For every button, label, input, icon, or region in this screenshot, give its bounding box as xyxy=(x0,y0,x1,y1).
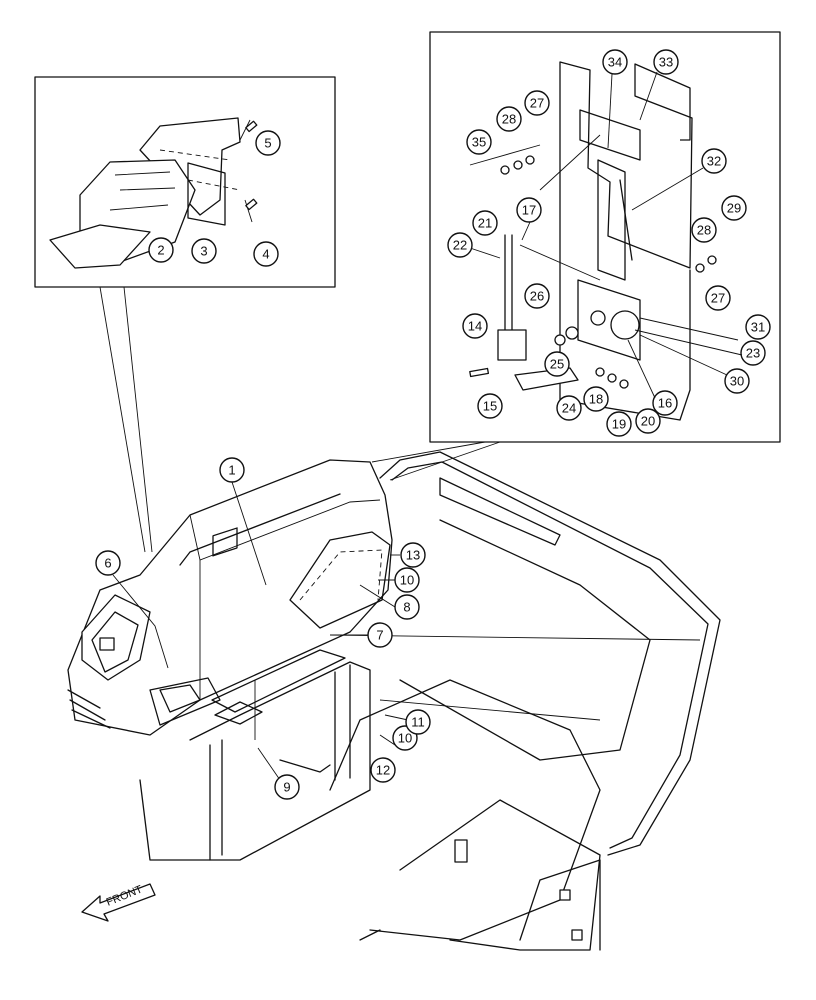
svg-text:14: 14 xyxy=(468,319,482,334)
svg-text:28: 28 xyxy=(697,223,711,238)
callout-29: 29 xyxy=(721,195,747,221)
svg-text:5: 5 xyxy=(264,136,271,151)
callout-11: 11 xyxy=(405,709,431,735)
callout-26: 26 xyxy=(524,283,550,309)
callout-15: 15 xyxy=(477,393,503,419)
callout-32: 32 xyxy=(701,148,727,174)
callout-8: 8 xyxy=(394,594,420,620)
callout-6: 6 xyxy=(95,550,121,576)
svg-text:19: 19 xyxy=(612,417,626,432)
callout-24: 24 xyxy=(556,395,582,421)
callout-20: 20 xyxy=(635,408,661,434)
console-base-and-rails xyxy=(139,649,371,861)
callout-27: 27 xyxy=(524,90,550,116)
svg-text:33: 33 xyxy=(659,55,673,70)
callout-5: 5 xyxy=(255,130,281,156)
callout-13: 13 xyxy=(400,542,426,568)
callout-14: 14 xyxy=(462,313,488,339)
callout-21: 21 xyxy=(472,210,498,236)
pedal-assembly-detail xyxy=(49,117,258,269)
svg-text:9: 9 xyxy=(283,780,290,795)
svg-text:24: 24 xyxy=(562,401,576,416)
svg-text:11: 11 xyxy=(411,715,425,730)
svg-text:13: 13 xyxy=(406,548,420,563)
callout-23: 23 xyxy=(740,340,766,366)
callout-7: 7 xyxy=(367,622,393,648)
svg-text:10: 10 xyxy=(398,731,412,746)
svg-text:18: 18 xyxy=(589,392,603,407)
callout-31: 31 xyxy=(745,314,771,340)
svg-text:10: 10 xyxy=(400,573,414,588)
svg-text:31: 31 xyxy=(751,320,765,335)
svg-text:21: 21 xyxy=(478,216,492,231)
svg-text:30: 30 xyxy=(730,374,744,389)
inset-leader xyxy=(99,286,146,553)
svg-text:4: 4 xyxy=(262,247,269,262)
svg-text:1: 1 xyxy=(228,463,235,478)
svg-text:27: 27 xyxy=(711,291,725,306)
inset-panels xyxy=(34,31,781,553)
left-inset-frame xyxy=(34,76,336,288)
svg-text:25: 25 xyxy=(550,357,564,372)
linkage-assembly-detail xyxy=(469,61,717,421)
front-direction-arrow: FRONT xyxy=(81,883,156,922)
svg-text:34: 34 xyxy=(608,55,622,70)
svg-text:27: 27 xyxy=(530,96,544,111)
inset-leader xyxy=(389,441,501,481)
callout-18: 18 xyxy=(583,386,609,412)
callout-28: 28 xyxy=(691,217,717,243)
cab-floor-and-frame xyxy=(329,451,721,951)
callout-33: 33 xyxy=(653,49,679,75)
svg-text:3: 3 xyxy=(200,244,207,259)
callout-34: 34 xyxy=(602,49,628,75)
callout-30: 30 xyxy=(724,368,750,394)
inset-leader-lines xyxy=(521,71,743,399)
console-housing xyxy=(67,459,393,736)
inset-leader xyxy=(123,286,153,553)
callout-17: 17 xyxy=(516,197,542,223)
callout-2: 2 xyxy=(148,237,174,263)
inset-leader xyxy=(371,441,486,463)
leader-lines xyxy=(112,481,409,781)
right-inset-frame xyxy=(429,31,781,443)
svg-text:28: 28 xyxy=(502,112,516,127)
svg-text:15: 15 xyxy=(483,399,497,414)
svg-text:22: 22 xyxy=(453,238,467,253)
callout-35: 35 xyxy=(466,129,492,155)
svg-text:32: 32 xyxy=(707,154,721,169)
callout-22: 22 xyxy=(447,232,473,258)
svg-text:2: 2 xyxy=(157,243,164,258)
callout-1: 1 xyxy=(219,457,245,483)
callout-10: 10 xyxy=(394,567,420,593)
callout-4: 4 xyxy=(253,241,279,267)
svg-text:20: 20 xyxy=(641,414,655,429)
callout-12: 12 xyxy=(370,757,396,783)
callout-19: 19 xyxy=(606,411,632,437)
svg-text:7: 7 xyxy=(376,628,383,643)
svg-text:26: 26 xyxy=(530,289,544,304)
callout-28: 28 xyxy=(496,106,522,132)
callout-25: 25 xyxy=(544,351,570,377)
svg-text:6: 6 xyxy=(104,556,111,571)
callout-3: 3 xyxy=(191,238,217,264)
svg-text:8: 8 xyxy=(403,600,410,615)
callout-27: 27 xyxy=(705,285,731,311)
svg-text:29: 29 xyxy=(727,201,741,216)
svg-text:35: 35 xyxy=(472,135,486,150)
svg-text:17: 17 xyxy=(522,203,536,218)
svg-text:16: 16 xyxy=(658,396,672,411)
svg-text:12: 12 xyxy=(376,763,390,778)
svg-text:23: 23 xyxy=(746,346,760,361)
callout-9: 9 xyxy=(274,774,300,800)
callout-16: 16 xyxy=(652,390,678,416)
